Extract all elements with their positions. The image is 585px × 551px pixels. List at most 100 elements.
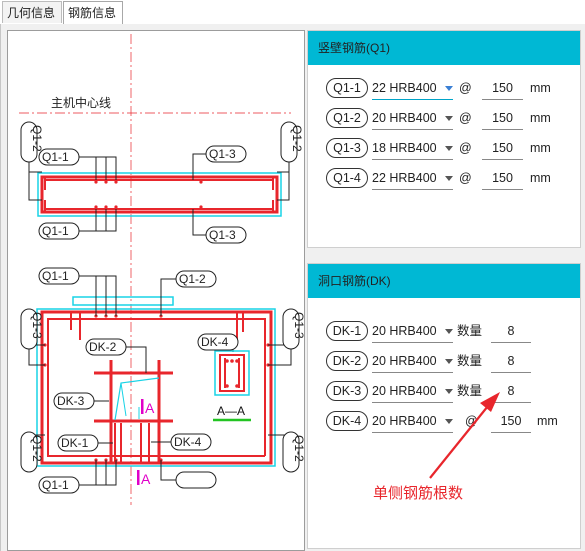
tag-dk-3-pill: DK-3 [326, 381, 368, 401]
rebar-select-q1-2[interactable]: 20 HRB400 [372, 108, 453, 130]
tag-q1-3-d: Q1-3 [282, 308, 304, 350]
wall-section [28, 153, 290, 236]
tag-dk-4-b: DK-4 [170, 433, 212, 451]
at-label: @ [459, 81, 472, 95]
quantity-label: 数量 [457, 354, 483, 368]
tag-q1-1-b: Q1-1 [38, 222, 80, 240]
svg-text:Q1-1: Q1-1 [42, 478, 69, 492]
tag-q1-2-pill: Q1-2 [326, 108, 368, 128]
hole-rebar-panel: 洞口钢筋(DK) DK-1 20 HRB400 数量 8 DK-2 20 HRB… [307, 263, 581, 549]
at-label: @ [459, 171, 472, 185]
tag-q1-3-a: Q1-3 [205, 145, 247, 163]
at-label: @ [465, 414, 478, 428]
tag-q1-3-pill: Q1-3 [326, 138, 368, 158]
tag-q1-1-a: Q1-1 [38, 148, 80, 166]
tag-dk-2-pill: DK-2 [326, 351, 368, 371]
rebar-select-dk-4[interactable]: 20 HRB400 [372, 411, 453, 433]
rebar-select-q1-1[interactable]: 22 HRB400 [372, 78, 453, 100]
wall-row-q1-1: Q1-1 22 HRB400 @ 150 mm [326, 78, 576, 100]
section-aa: A—A [213, 350, 251, 422]
svg-text:DK-2: DK-2 [89, 340, 117, 354]
tab-bar: 几何信息 钢筋信息 [0, 0, 585, 25]
chevron-down-icon [445, 389, 453, 394]
chevron-down-icon [445, 146, 453, 151]
tag-dk-3: DK-3 [53, 392, 95, 410]
tag-q1-3-c: Q1-3 [20, 308, 44, 350]
rebar-select-dk-2[interactable]: 20 HRB400 [372, 351, 453, 373]
tag-q1-1-d: Q1-1 [38, 476, 80, 494]
unit-label: mm [537, 414, 558, 428]
unit-label: mm [530, 141, 551, 155]
rebar-select-dk-3[interactable]: 20 HRB400 [372, 381, 453, 403]
spacing-input-q1-4[interactable]: 150 [482, 168, 523, 190]
tag-dk-1: DK-1 [57, 434, 99, 452]
rebar-select-q1-4[interactable]: 22 HRB400 [372, 168, 453, 190]
wall-row-q1-3: Q1-3 18 HRB400 @ 150 mm [326, 138, 576, 160]
hole-panel-header: 洞口钢筋(DK) [308, 264, 580, 298]
svg-text:Q1-2: Q1-2 [30, 435, 44, 462]
drawing-canvas: .tg{fill:#fff;stroke:#222;stroke-width:1… [19, 34, 304, 505]
tag-q1-2-a: Q1-2 [20, 121, 44, 163]
tag-dk-4-a: DK-4 [197, 333, 239, 351]
wall-panel-header: 竖壁钢筋(Q1) [308, 31, 580, 65]
svg-text:Q1-3: Q1-3 [30, 312, 44, 339]
at-label: @ [459, 141, 472, 155]
wall-rebar-panel: 竖壁钢筋(Q1) Q1-1 22 HRB400 @ 150 mm Q1-2 20… [307, 30, 581, 248]
spacing-input-dk-4[interactable]: 150 [491, 411, 531, 433]
axis-label: 主机中心线 [51, 95, 111, 110]
wall-row-q1-4: Q1-4 22 HRB400 @ 150 mm [326, 168, 576, 190]
svg-text:Q1-2: Q1-2 [179, 272, 206, 286]
quantity-input-dk-3[interactable]: 8 [491, 381, 531, 403]
tag-q1-3-b: Q1-3 [205, 226, 247, 244]
svg-text:DK-4: DK-4 [201, 335, 229, 349]
rebar-select-q1-3[interactable]: 18 HRB400 [372, 138, 453, 160]
cut-label-bottom: A [141, 471, 151, 487]
hole-row-dk-2: DK-2 20 HRB400 数量 8 [326, 351, 576, 373]
tag-q1-4-pill: Q1-4 [326, 168, 368, 188]
tag-q1-2-b: Q1-2 [280, 121, 304, 163]
quantity-input-dk-2[interactable]: 8 [491, 351, 531, 373]
spacing-input-q1-1[interactable]: 150 [482, 78, 523, 100]
plan-section: A A [28, 275, 292, 487]
chevron-down-icon [445, 176, 453, 181]
quantity-label: 数量 [457, 384, 483, 398]
quantity-input-dk-1[interactable]: 8 [491, 321, 531, 343]
chevron-down-icon [445, 86, 453, 91]
quantity-label: 数量 [457, 324, 483, 338]
svg-text:Q1-2: Q1-2 [30, 125, 44, 152]
rebar-select-dk-1[interactable]: 20 HRB400 [372, 321, 453, 343]
svg-text:DK-1: DK-1 [61, 436, 89, 450]
annotation-text: 单侧钢筋根数 [373, 485, 464, 502]
tag-q1-1-c: Q1-1 [38, 267, 80, 285]
unit-label: mm [530, 111, 551, 125]
unit-label: mm [530, 171, 551, 185]
svg-text:Q1-3: Q1-3 [209, 147, 236, 161]
chevron-down-icon [445, 329, 453, 334]
tab-rebar[interactable]: 钢筋信息 [63, 1, 123, 25]
hole-row-dk-3: DK-3 20 HRB400 数量 8 [326, 381, 576, 403]
tab-geometry[interactable]: 几何信息 [2, 1, 62, 23]
svg-text:Q1-2: Q1-2 [290, 125, 304, 152]
svg-text:Q1-3: Q1-3 [292, 312, 304, 339]
rebar-drawing: .tg{fill:#fff;stroke:#222;stroke-width:1… [7, 30, 305, 551]
tag-q1-1-pill: Q1-1 [326, 78, 368, 98]
spacing-input-q1-3[interactable]: 150 [482, 138, 523, 160]
svg-text:Q1-1: Q1-1 [42, 269, 69, 283]
unit-label: mm [530, 81, 551, 95]
tag-q1-2-d: Q1-2 [20, 431, 44, 473]
svg-text:Q1-2: Q1-2 [292, 435, 304, 462]
chevron-down-icon [445, 419, 453, 424]
svg-text:DK-3: DK-3 [57, 394, 85, 408]
chevron-down-icon [445, 359, 453, 364]
svg-text:Q1-1: Q1-1 [42, 224, 69, 238]
tag-q1-2-c: Q1-2 [175, 270, 217, 288]
svg-text:DK-4: DK-4 [174, 435, 202, 449]
tag-dk-4-pill: DK-4 [326, 411, 368, 431]
tag-q1-4 [175, 471, 217, 489]
wall-row-q1-2: Q1-2 20 HRB400 @ 150 mm [326, 108, 576, 130]
cut-mark-top [141, 399, 144, 414]
hole-row-dk-1: DK-1 20 HRB400 数量 8 [326, 321, 576, 343]
cut-label-top: A [145, 400, 155, 416]
spacing-input-q1-2[interactable]: 150 [482, 108, 523, 130]
hole-row-dk-4: DK-4 20 HRB400 @ 150 mm [326, 411, 576, 433]
